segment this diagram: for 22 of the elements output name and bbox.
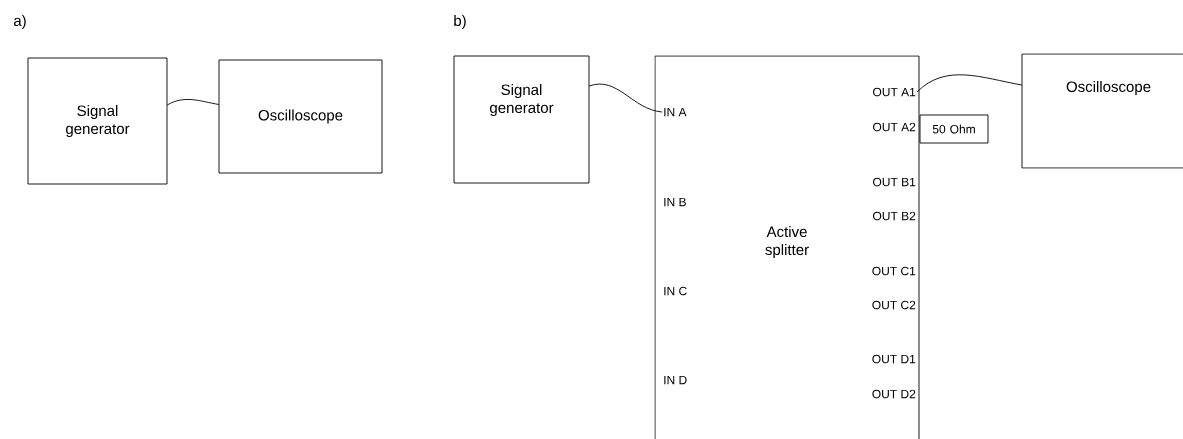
port-label: OUT A2 — [873, 122, 916, 132]
port-label: IN D — [664, 375, 687, 385]
cable — [916, 74, 1023, 93]
device-box: Signal generator — [453, 55, 590, 184]
port-label: OUT B1 — [873, 177, 916, 187]
cable — [588, 83, 663, 113]
resistor-box: 50 Ohm — [919, 114, 989, 144]
device-box: Oscilloscope — [1021, 53, 1183, 169]
port-label: OUT A1 — [873, 87, 916, 97]
port-label: OUT C2 — [872, 300, 916, 310]
port-label: IN A — [664, 107, 687, 117]
port-label: IN C — [664, 286, 687, 296]
port-label: OUT B2 — [873, 211, 916, 221]
port-label: OUT C1 — [872, 266, 916, 276]
panel-label: a) — [14, 15, 26, 29]
port-label: OUT D1 — [872, 354, 916, 364]
device-box: Oscilloscope — [218, 59, 383, 174]
cable — [166, 99, 220, 106]
port-label: OUT D2 — [872, 389, 916, 399]
panel-label: b) — [454, 15, 466, 29]
port-label: IN B — [664, 197, 686, 207]
device-box: Signal generator — [27, 57, 168, 185]
